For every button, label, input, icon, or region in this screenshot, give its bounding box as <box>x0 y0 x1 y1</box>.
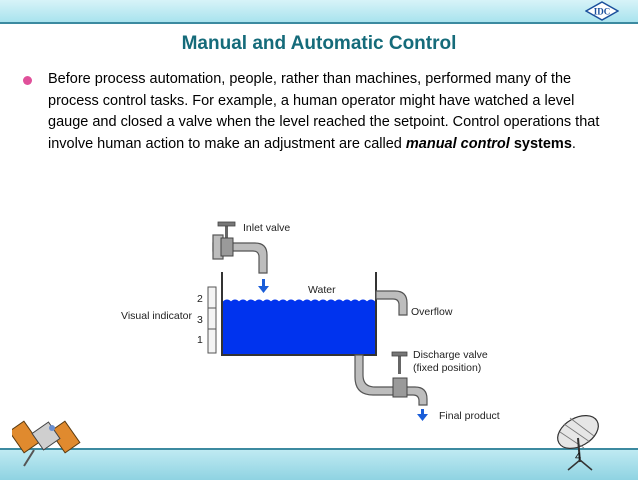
discharge-pipe <box>354 354 428 406</box>
idc-logo: IDC <box>585 1 619 21</box>
paragraph-end: . <box>571 135 576 152</box>
final-product-arrow-icon <box>417 409 428 421</box>
water-label: Water <box>308 284 336 296</box>
scale-mark-top: 2 <box>197 293 203 305</box>
tank-diagram: Inlet valve Water Overflow 2 3 1 Visual … <box>121 221 500 422</box>
page-number: 4 <box>575 451 582 463</box>
discharge-valve-label-line1: Discharge valve <box>413 349 488 361</box>
tank-walls <box>221 272 377 356</box>
visual-indicator-label: Visual indicator <box>121 310 193 322</box>
discharge-valve-icon <box>391 351 408 398</box>
water-surface-waves <box>222 299 376 303</box>
final-product-label: Final product <box>439 410 500 422</box>
discharge-valve-label-line2: (fixed position) <box>413 362 481 374</box>
scale-mark-mid: 3 <box>197 314 203 326</box>
overflow-pipe <box>375 290 408 316</box>
satellite-icon <box>12 420 81 467</box>
slide-title: Manual and Automatic Control <box>181 33 457 54</box>
tank-water <box>223 302 375 354</box>
satellite-dish-icon <box>557 415 599 471</box>
bullet-icon <box>23 76 32 85</box>
paragraph-text: Before process automation, people, rathe… <box>48 71 600 152</box>
level-gauge <box>207 286 217 354</box>
header-bar <box>0 0 638 24</box>
bold-text: systems <box>509 135 572 152</box>
inlet-valve-icon <box>217 221 236 257</box>
logo-text: IDC <box>594 7 611 17</box>
scale-mark-bottom: 1 <box>197 334 203 346</box>
body-paragraph: Before process automation, people, rathe… <box>48 69 608 155</box>
overflow-label: Overflow <box>411 306 453 318</box>
footer-bar <box>0 448 638 480</box>
inlet-valve-label: Inlet valve <box>243 222 290 234</box>
flow-arrow-icon <box>258 279 269 293</box>
emphasis-text: manual control <box>405 135 510 152</box>
